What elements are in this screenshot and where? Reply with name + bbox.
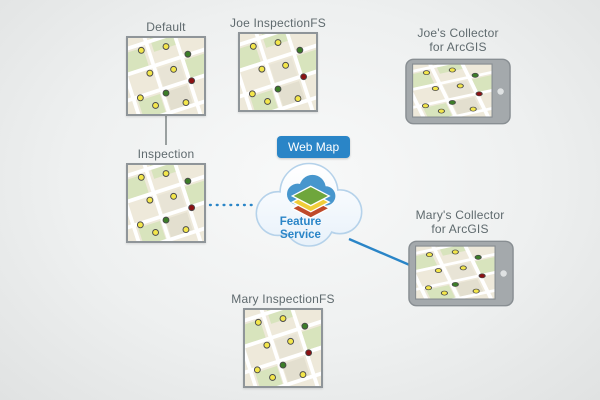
feature-service-line2: Service xyxy=(280,229,321,241)
map-joe-inspectionfs xyxy=(238,32,318,112)
feature-service-cloud: Feature Service xyxy=(243,150,375,262)
connector-cloud-mary-tablet xyxy=(348,237,413,268)
label-mary-collector-line2: for ArcGIS xyxy=(431,222,489,236)
label-default: Default xyxy=(146,20,186,34)
tablet-device-icon xyxy=(408,240,514,307)
label-mary-collector: Mary's Collector for ArcGIS xyxy=(402,208,518,236)
label-joe-collector-line2: for ArcGIS xyxy=(429,40,487,54)
map-thumbnail-icon xyxy=(128,165,204,241)
map-mary-inspectionfs xyxy=(243,308,323,388)
map-thumbnail-icon xyxy=(240,34,316,110)
label-mary-collector-line1: Mary's Collector xyxy=(415,208,505,222)
map-thumbnail-icon xyxy=(245,310,321,386)
feature-service-label: Feature Service xyxy=(243,216,358,242)
label-joe-collector: Joe's Collector for ArcGIS xyxy=(400,26,516,54)
arcgis-logo-icon xyxy=(287,174,336,219)
tablet-mary-collector xyxy=(408,240,514,307)
label-inspection: Inspection xyxy=(137,147,195,161)
label-mary-inspectionfs: Mary InspectionFS xyxy=(231,292,335,306)
tablet-device-icon xyxy=(405,58,511,125)
label-joe-inspectionfs: Joe InspectionFS xyxy=(230,16,326,30)
tablet-camera-icon xyxy=(497,88,504,95)
cloud-icon xyxy=(255,162,363,247)
label-joe-collector-line1: Joe's Collector xyxy=(417,26,499,40)
tablet-joe-collector xyxy=(405,58,511,125)
feature-service-line1: Feature xyxy=(279,216,322,228)
map-default xyxy=(126,36,206,116)
tablet-camera-icon xyxy=(500,270,507,277)
map-thumbnail-icon xyxy=(128,38,204,114)
web-map-badge: Web Map xyxy=(277,136,351,158)
map-inspection xyxy=(126,163,206,243)
